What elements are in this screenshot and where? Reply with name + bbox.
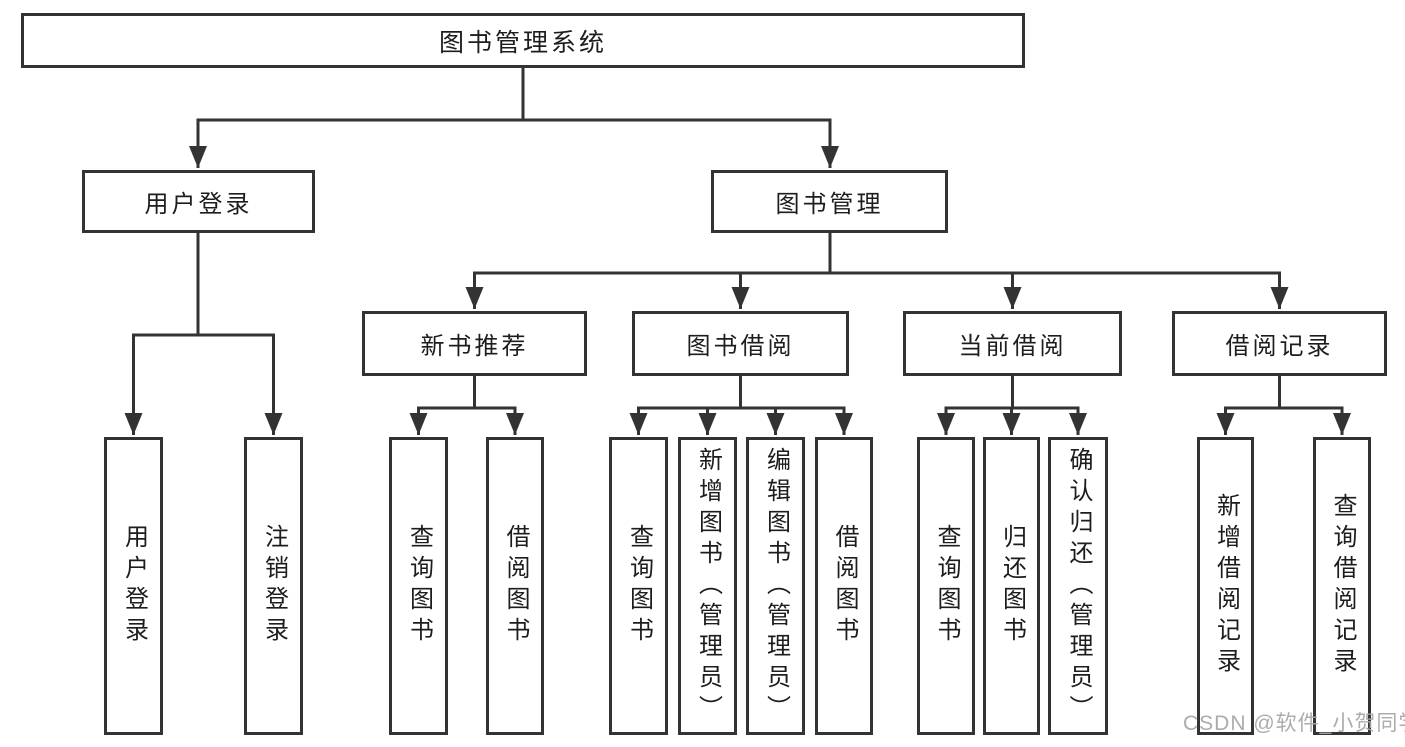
connector-current-borrow-to-leaves [937, 376, 1087, 435]
node-label: 查询借阅记录 [1329, 493, 1356, 679]
leaf-logout: 注销登录 [244, 437, 303, 735]
leaf-add-books-admin: 新增图书（管理员） [678, 437, 737, 735]
node-borrow-records: 借阅记录 [1172, 311, 1387, 376]
node-label: 查询图书 [625, 524, 653, 648]
node-label: 用户登录 [120, 524, 148, 648]
node-label: 新增图书（管理员） [694, 446, 722, 726]
leaf-recommend-borrow-books: 借阅图书 [486, 437, 544, 735]
node-book-borrow: 图书借阅 [632, 311, 849, 376]
node-label: 确认归还（管理员） [1065, 446, 1092, 726]
leaf-add-borrow-record: 新增借阅记录 [1197, 437, 1254, 735]
connector-book-management-to-level3 [465, 233, 1289, 309]
node-label: 借阅图书 [502, 524, 529, 648]
leaf-confirm-return-admin: 确认归还（管理员） [1048, 437, 1108, 735]
connector-book-borrow-to-leaves [629, 376, 853, 435]
node-label: 新书推荐 [420, 333, 529, 360]
connector-root-to-level2 [189, 68, 839, 168]
leaf-recommend-query-books: 查询图书 [389, 437, 448, 735]
leaf-borrow-query-books: 查询图书 [609, 437, 668, 735]
node-current-borrow: 当前借阅 [903, 311, 1122, 376]
node-label: 借阅图书 [831, 524, 858, 648]
node-label: 注销登录 [260, 524, 288, 648]
node-label: 当前借阅 [958, 333, 1067, 360]
node-library-management-system: 图书管理系统 [21, 13, 1025, 68]
node-label: 查询图书 [405, 524, 433, 648]
node-label: 编辑图书（管理员） [762, 446, 790, 726]
leaf-current-query-books: 查询图书 [917, 437, 975, 735]
node-label: 图书管理系统 [438, 28, 607, 57]
connector-new-book-recommend-to-leaves [409, 376, 524, 435]
node-new-book-recommend: 新书推荐 [362, 311, 587, 376]
node-label: 归还图书 [998, 524, 1026, 648]
connector-borrow-records-to-leaves [1216, 376, 1351, 435]
node-label: 借阅记录 [1225, 333, 1334, 360]
node-label: 用户登录 [144, 191, 253, 218]
node-label: 新增借阅记录 [1212, 493, 1240, 679]
node-label: 图书管理 [775, 191, 884, 218]
node-book-management: 图书管理 [711, 170, 948, 233]
connector-user-login-to-children [124, 233, 283, 435]
node-user-login: 用户登录 [82, 170, 315, 233]
leaf-user-login: 用户登录 [104, 437, 163, 735]
leaf-edit-books-admin: 编辑图书（管理员） [746, 437, 805, 735]
leaf-borrow-books: 借阅图书 [815, 437, 873, 735]
node-label: 图书借阅 [686, 333, 795, 360]
leaf-query-borrow-record: 查询借阅记录 [1313, 437, 1371, 735]
leaf-return-books: 归还图书 [983, 437, 1040, 735]
node-label: 查询图书 [933, 524, 960, 648]
